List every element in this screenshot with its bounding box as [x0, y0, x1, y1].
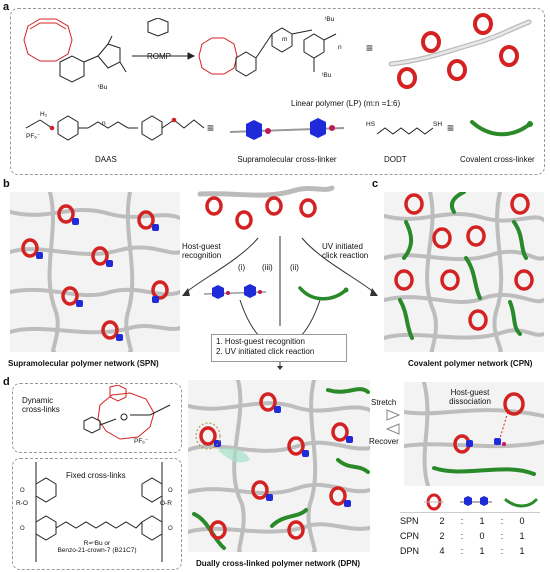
row-name: DPN [400, 546, 420, 556]
dpn-network [188, 380, 370, 552]
table-row: SPN 2 : 1 : 0 [400, 516, 544, 531]
row-sep: : [460, 516, 464, 526]
fixed-r-left: R-O [16, 500, 28, 507]
daas-h2: H₂ [40, 111, 48, 118]
fixed-r-right: O-R [160, 500, 172, 507]
equiv-sign-2: ≡ [207, 121, 215, 135]
cpn-caption: Covalent polymer network (CPN) [408, 359, 533, 368]
stretch-arrow-icon [386, 409, 400, 421]
row-name: CPN [400, 531, 420, 541]
ratio-header-supramolecular [460, 496, 492, 506]
dodt-structure [376, 127, 434, 135]
row-sep: : [500, 531, 504, 541]
row-val-c: 1 [519, 546, 525, 556]
ratio-header-covalent [504, 498, 538, 508]
linear-polymer-label: Linear polymer (LP) (m:n =1:6) [291, 99, 401, 108]
daas-pf6: PF₆⁻ [26, 133, 41, 140]
path-iii-label: (iii) [262, 263, 273, 272]
row-sep: : [500, 516, 504, 526]
ratio-table: SPN 2 : 1 : 0 CPN 2 : 0 : 1 DPN 4 : 1 : … [400, 516, 544, 561]
dynamic-crosslinks-box [12, 383, 182, 453]
dynamic-crosslink-structure [83, 385, 171, 440]
fixed-crosslinks-box [12, 458, 182, 570]
center-lp-cartoon [197, 185, 335, 230]
covalent-crosslinker-label: Covalent cross-linker [460, 155, 535, 164]
stretched-network [404, 382, 544, 486]
daas-n: n [102, 120, 106, 127]
dynamic-pf6: PF₆⁻ [134, 438, 149, 445]
row-val-c: 0 [519, 516, 525, 526]
host-guest-dissociation-label: Host-guest dissociation [449, 388, 491, 406]
ratio-table-divider [400, 512, 540, 513]
row-val-b: 1 [479, 516, 485, 526]
row-val-a: 4 [439, 546, 445, 556]
svg-text:O: O [20, 526, 25, 532]
panel-b-letter: b [3, 178, 10, 190]
panel-a-letter: a [3, 1, 10, 13]
step-1-text: 1. Host-guest recognition [216, 337, 305, 346]
recover-arrow-icon [386, 423, 400, 435]
daas-label: DAAS [95, 155, 117, 164]
fixed-crosslinks-label: Fixed cross-links [66, 471, 126, 480]
monomer-tbu: ᵗBu [98, 84, 108, 91]
dodt-label: DODT [384, 155, 407, 164]
row-val-b: 0 [479, 531, 485, 541]
svg-text:O: O [20, 488, 25, 494]
crown-ether-monomer-structure [23, 18, 127, 83]
row-val-c: 1 [519, 531, 525, 541]
linear-polymer-structure [198, 27, 337, 77]
daas-structure [25, 115, 205, 141]
path-i-label: (i) [238, 263, 246, 272]
table-row: CPN 2 : 0 : 1 [400, 531, 544, 546]
svg-text:O: O [168, 526, 173, 532]
spn-caption: Supramolecular polymer network (SPN) [8, 359, 159, 368]
fixed-crosslink-structure: O O O O [20, 462, 173, 562]
row-val-a: 2 [439, 516, 445, 526]
table-row: DPN 4 : 1 : 1 [400, 546, 544, 561]
romp-arrow [132, 18, 196, 60]
row-val-b: 1 [479, 546, 485, 556]
path-ii-label: (ii) [290, 263, 299, 272]
spn-network [10, 192, 180, 352]
dpn-caption: Dually cross-linked polymer network (DPN… [196, 559, 361, 568]
panel-c-letter: c [372, 178, 379, 190]
fixed-r-definition: R=ⁿBu or Benzo-21-crown-7 (B21C7) [57, 540, 137, 554]
steps-box: 1. Host-guest recognition 2. UV initiate… [211, 334, 347, 362]
covalent-crosslinker-cartoon [470, 120, 533, 137]
ratio-header-ring [424, 493, 444, 511]
step-2-text: 2. UV initiated click reaction [216, 347, 315, 356]
center-covalent-crosslinker [298, 286, 349, 301]
product-m: m [282, 36, 288, 43]
panel-d-letter: d [3, 376, 10, 388]
equiv-sign-1: ≡ [366, 41, 374, 55]
row-name: SPN [400, 516, 419, 526]
host-guest-recognition-label: Host-guest recognition [182, 242, 222, 260]
row-sep: : [460, 546, 464, 556]
cpn-network [384, 192, 544, 352]
product-n: n [338, 44, 342, 51]
supramolecular-crosslinker-cartoon [229, 118, 345, 140]
product-tbu-1: ᵗBu [325, 16, 335, 23]
row-val-a: 2 [439, 531, 445, 541]
romp-label: ROMP [147, 52, 171, 61]
panel-a-box [10, 8, 545, 175]
linear-polymer-cartoon [388, 13, 532, 89]
stretch-label: Stretch [371, 398, 397, 407]
dynamic-crosslinks-label: Dynamic cross-links [22, 396, 60, 414]
product-tbu-2: ᵗBu [322, 72, 332, 79]
uv-click-label: UV initiated click reaction [322, 242, 369, 260]
recover-label: Recover [369, 437, 399, 446]
row-sep: : [500, 546, 504, 556]
dodt-sh: SH [433, 121, 443, 128]
equiv-sign-3: ≡ [447, 121, 455, 135]
row-sep: : [460, 531, 464, 541]
svg-text:O: O [168, 488, 173, 494]
dodt-hs: HS [366, 121, 376, 128]
center-supramolecular-crosslinker [203, 284, 267, 299]
supramolecular-crosslinker-label: Supramolecular cross-linker [237, 155, 337, 164]
